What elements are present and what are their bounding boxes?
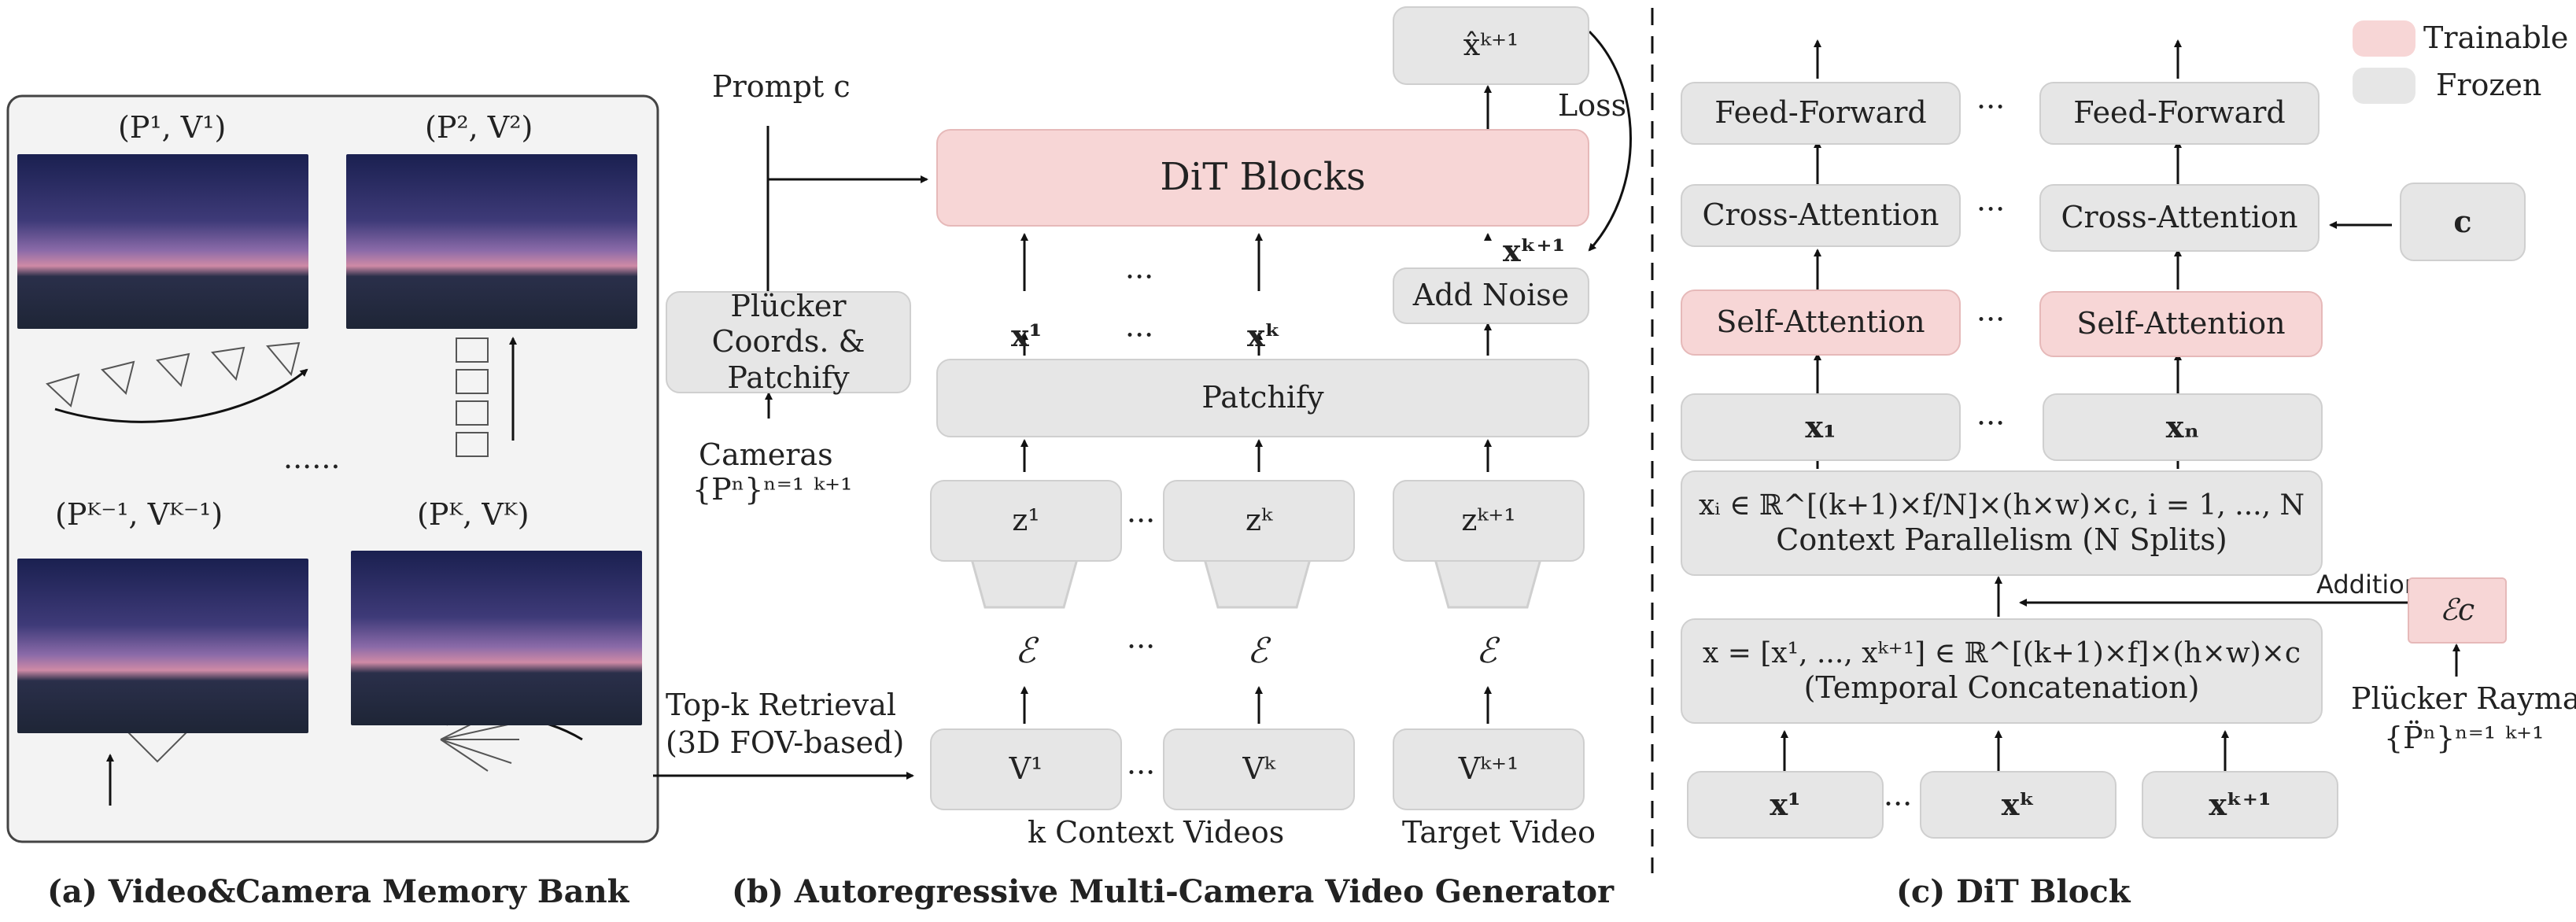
video-frame-k xyxy=(351,551,642,725)
v-dots: ··· xyxy=(1127,755,1156,790)
context-parallelism-box: xᵢ ∈ ℝ^[(k+1)×f/N]×(h×w)×c, i = 1, ..., … xyxy=(1681,470,2323,576)
ctx-xk-box: xᵏ xyxy=(1920,771,2117,839)
add-noise-box: Add Noise xyxy=(1393,267,1589,324)
video-frame-1 xyxy=(17,154,308,329)
pair-label-k-minus-1: (Pᴷ⁻¹, Vᴷ⁻¹) xyxy=(55,497,223,532)
cross-attention-box-1: Cross-Attention xyxy=(1681,184,1961,247)
xk-label: xᵏ xyxy=(1247,318,1281,353)
patchify-box: Patchify xyxy=(936,359,1589,437)
loss-curve xyxy=(1588,30,1632,252)
context-videos-label: k Context Videos xyxy=(1028,815,1285,850)
plucker-raymap-label: Plücker Raymap xyxy=(2351,681,2576,716)
prompt-label: Prompt c xyxy=(712,69,851,104)
legend-trainable-swatch xyxy=(2353,20,2415,57)
encoder-1: ℰ xyxy=(1015,631,1036,671)
x-sub-n-box: xₙ xyxy=(2043,393,2323,461)
dit-dots: ··· xyxy=(1125,260,1154,294)
raymap-set: {P̈ⁿ}ⁿ⁼¹ ᵏ⁺¹ xyxy=(2384,721,2545,755)
caption-a: (a) Video&Camera Memory Bank xyxy=(47,873,629,910)
ctx-x1-box: x¹ xyxy=(1687,771,1884,839)
ca-dots: ··· xyxy=(1976,192,2006,227)
self-attention-box-n: Self-Attention xyxy=(2039,291,2323,357)
encoder-k1: ℰ xyxy=(1476,631,1497,671)
x-dots: ··· xyxy=(1125,318,1154,352)
z1-box: z¹ xyxy=(930,480,1122,562)
temporal-label: (Temporal Concatenation) xyxy=(1803,669,2200,705)
cameras-label: Cameras xyxy=(699,437,833,472)
temporal-formula: x = [x¹, ..., xᵏ⁺¹] ∈ ℝ^[(k+1)×f]×(h×w)×… xyxy=(1702,636,2301,669)
zk1-box: zᵏ⁺¹ xyxy=(1393,480,1585,562)
addition-label: Addition xyxy=(2316,570,2421,599)
legend-trainable-label: Trainable xyxy=(2423,20,2569,55)
legend-frozen-swatch xyxy=(2353,68,2415,104)
ff-dots: ··· xyxy=(1976,90,2006,124)
vk-box: Vᵏ xyxy=(1163,728,1355,810)
zk-box: zᵏ xyxy=(1163,480,1355,562)
x1-label: x¹ xyxy=(1011,318,1043,353)
ec-encoder-box: ℰc xyxy=(2408,577,2507,644)
loss-label: Loss xyxy=(1558,88,1627,123)
x-hat-box: x̂ᵏ⁺¹ xyxy=(1393,6,1589,85)
z-dots: ··· xyxy=(1127,503,1156,538)
pair-label-k: (Pᴷ, Vᴷ) xyxy=(417,497,530,532)
xs-dots: ··· xyxy=(1976,406,2006,441)
c-box: c xyxy=(2400,183,2526,261)
ctx-x-dots: ··· xyxy=(1884,787,1913,821)
self-attention-box-1: Self-Attention xyxy=(1681,290,1961,356)
legend-frozen-label: Frozen xyxy=(2436,68,2542,102)
video-frame-2 xyxy=(346,154,637,329)
dit-blocks-box: DiT Blocks xyxy=(936,129,1589,227)
vk1-box: Vᵏ⁺¹ xyxy=(1393,728,1585,810)
encoder-dots: ··· xyxy=(1127,629,1156,664)
plucker-patchify-box: Plücker Coords. & Patchify xyxy=(666,289,911,395)
feed-forward-box-1: Feed-Forward xyxy=(1681,82,1961,145)
pair-label-1: (P¹, V¹) xyxy=(118,110,227,145)
target-video-label: Target Video xyxy=(1402,815,1596,850)
context-parallel-formula: xᵢ ∈ ℝ^[(k+1)×f/N]×(h×w)×c, i = 1, ..., … xyxy=(1698,489,2305,522)
pair-label-2: (P², V²) xyxy=(425,110,533,145)
v1-box: V¹ xyxy=(930,728,1122,810)
ctx-xk1-box: xᵏ⁺¹ xyxy=(2142,771,2338,839)
video-frame-k-minus-1 xyxy=(17,559,308,733)
memory-ellipsis: ...... xyxy=(283,441,341,475)
encoder-k: ℰ xyxy=(1247,631,1268,671)
cameras-set: {Pⁿ}ⁿ⁼¹ ᵏ⁺¹ xyxy=(692,472,853,507)
feed-forward-box-n: Feed-Forward xyxy=(2039,82,2320,145)
sa-dots: ··· xyxy=(1976,302,2006,337)
temporal-concat-box: x = [x¹, ..., xᵏ⁺¹] ∈ ℝ^[(k+1)×f]×(h×w)×… xyxy=(1681,618,2323,724)
cross-attention-box-n: Cross-Attention xyxy=(2039,184,2320,252)
retrieval-label-2: (3D FOV-based) xyxy=(666,725,905,760)
caption-c: (c) DiT Block xyxy=(1896,873,2131,910)
caption-b: (b) Autoregressive Multi-Camera Video Ge… xyxy=(732,873,1615,910)
x-noisy-label: xᵏ⁺¹ xyxy=(1503,233,1566,268)
retrieval-label-1: Top-k Retrieval xyxy=(666,688,896,722)
x-sub-1-box: x₁ xyxy=(1681,393,1961,461)
context-parallel-label: Context Parallelism (N Splits) xyxy=(1776,522,2227,557)
